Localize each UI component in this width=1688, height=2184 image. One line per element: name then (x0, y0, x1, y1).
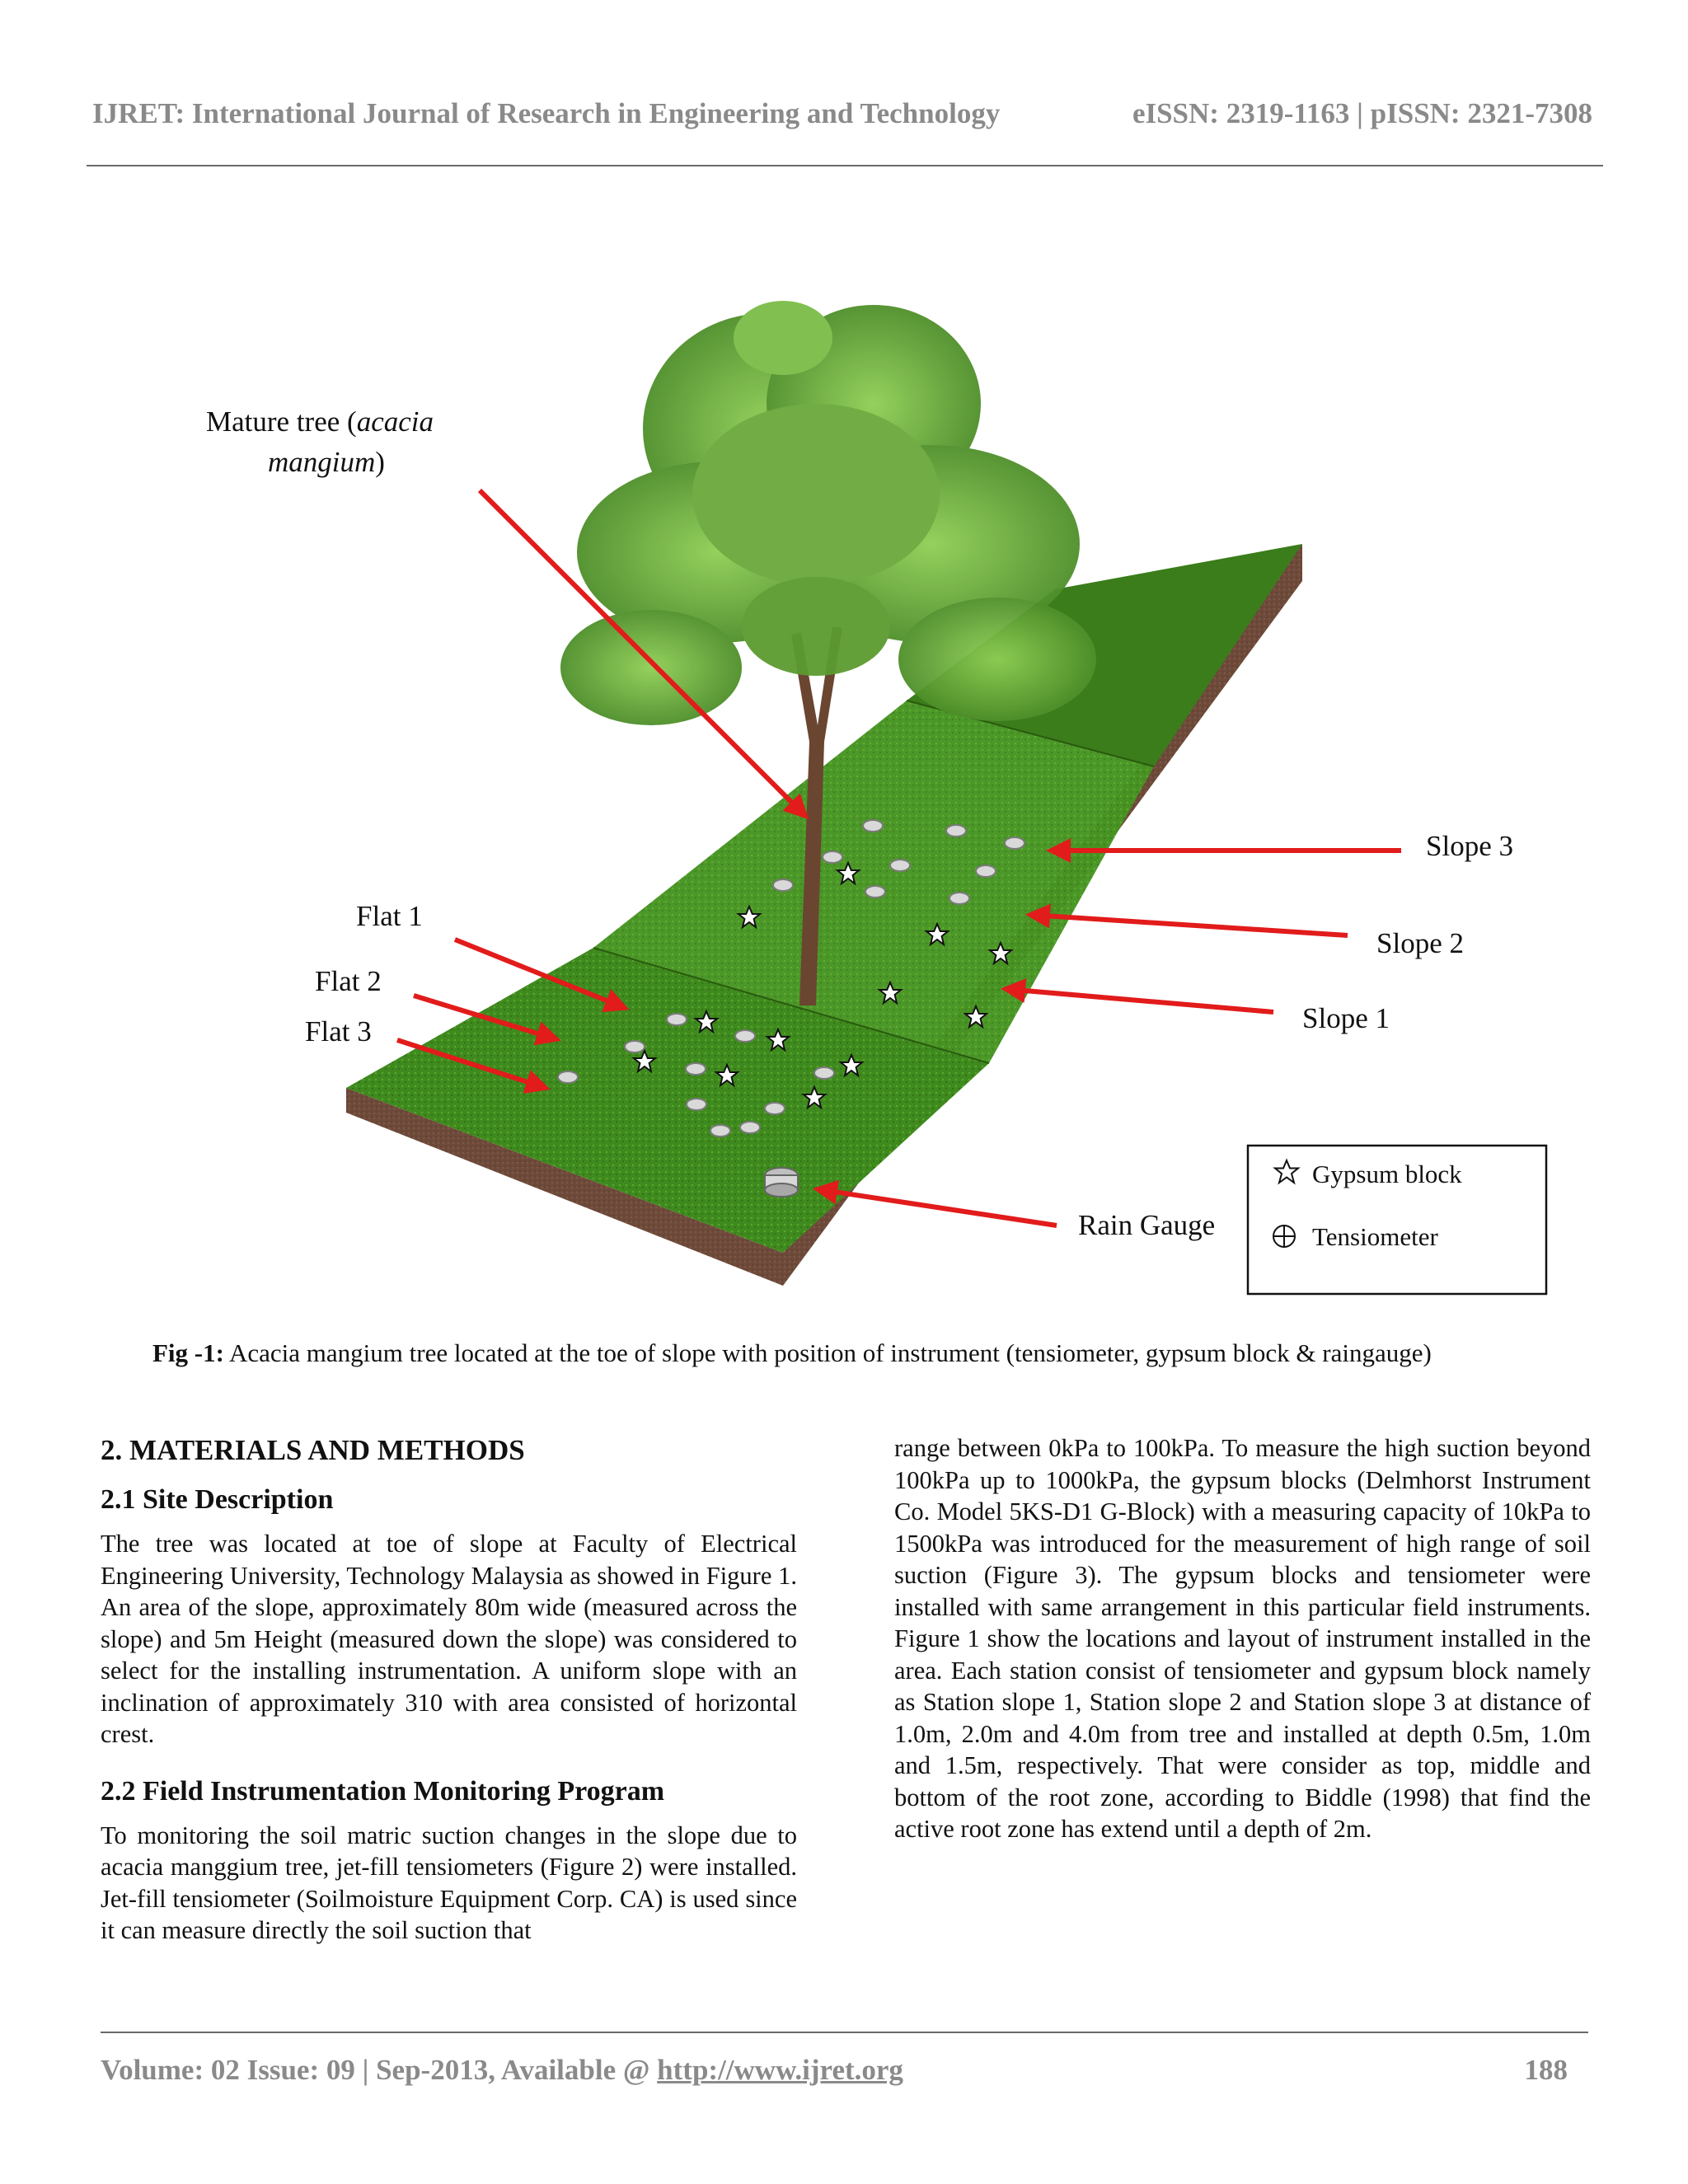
legend-gypsum: Gypsum block (1312, 1160, 1462, 1188)
running-footer: Volume: 02 Issue: 09 | Sep-2013, Availab… (101, 2054, 1568, 2087)
subsection-instrumentation-title: 2.2 Field Instrumentation Monitoring Pro… (101, 1774, 797, 1810)
tensiometer-marker (558, 1071, 578, 1083)
subsection-site-description-title: 2.1 Site Description (101, 1482, 797, 1518)
instrumentation-paragraph-continued: range between 0kPa to 100kPa. To measure… (894, 1432, 1591, 1845)
right-column: range between 0kPa to 100kPa. To measure… (894, 1432, 1591, 1845)
figure-caption: Fig -1: Acacia mangium tree located at t… (152, 1338, 1570, 1368)
tensiometer-marker (865, 886, 885, 898)
label-flat1: Flat 1 (356, 900, 423, 932)
left-column: 2. MATERIALS AND METHODS 2.1 Site Descri… (101, 1432, 797, 1970)
tensiometer-marker (773, 879, 793, 891)
tensiometer-marker (863, 820, 883, 832)
journal-title: IJRET: International Journal of Research… (92, 97, 1000, 130)
tensiometer-marker (976, 865, 996, 877)
issn-text: eISSN: 2319-1163 | pISSN: 2321-7308 (1132, 97, 1592, 130)
slope-diagram: Mature tree (acacia mangium) Slope 3 Slo… (190, 280, 1558, 1319)
tensiometer-marker (823, 851, 842, 863)
tensiometer-marker (814, 1067, 834, 1079)
arrow-rain-gauge (818, 1189, 1057, 1226)
tensiometer-marker (740, 1122, 760, 1133)
tensiometer-marker (765, 1103, 785, 1114)
tensiometer-marker (686, 1063, 706, 1075)
label-slope3: Slope 3 (1426, 830, 1513, 862)
arrow-slope1 (1006, 989, 1273, 1012)
tensiometer-marker (1005, 837, 1025, 849)
tensiometer-marker (890, 860, 910, 871)
rain-gauge (765, 1168, 798, 1197)
footer-divider (101, 2032, 1588, 2033)
tensiometer-marker (950, 893, 969, 904)
label-rain-gauge: Rain Gauge (1078, 1209, 1215, 1241)
page-number: 188 (1525, 2054, 1568, 2087)
figure-1: Mature tree (acacia mangium) Slope 3 Slo… (190, 280, 1558, 1319)
tree-canopy (560, 301, 1096, 725)
running-header: IJRET: International Journal of Research… (92, 97, 1592, 130)
label-mature-tree-line2: mangium) (268, 446, 385, 478)
label-mature-tree-line1: Mature tree (acacia (206, 405, 434, 438)
instrumentation-paragraph: To monitoring the soil matric suction ch… (101, 1820, 797, 1947)
figure-legend: Gypsum block Tensiometer (1248, 1146, 1546, 1294)
tensiometer-marker (687, 1099, 706, 1110)
site-description-paragraph: The tree was located at toe of slope at … (101, 1528, 797, 1750)
tensiometer-marker (946, 825, 966, 837)
section-title: 2. MATERIALS AND METHODS (101, 1432, 797, 1469)
label-slope2: Slope 2 (1376, 927, 1464, 959)
crosshair-circle-icon (1273, 1226, 1295, 1247)
arrow-slope2 (1030, 915, 1348, 935)
header-divider (87, 165, 1603, 166)
legend-tensiometer: Tensiometer (1312, 1222, 1438, 1251)
journal-link[interactable]: http://www.ijret.org (657, 2054, 903, 2086)
label-flat3: Flat 3 (305, 1015, 372, 1047)
caption-label: Fig -1: (152, 1338, 224, 1367)
label-flat2: Flat 2 (315, 965, 382, 997)
caption-text: Acacia mangium tree located at the toe o… (224, 1338, 1432, 1367)
tensiometer-marker (667, 1014, 687, 1025)
tensiometer-marker (735, 1030, 755, 1042)
label-slope1: Slope 1 (1302, 1002, 1390, 1034)
tensiometer-marker (625, 1041, 645, 1052)
volume-info: Volume: 02 Issue: 09 | Sep-2013, Availab… (101, 2054, 903, 2087)
tensiometer-marker (710, 1125, 730, 1137)
